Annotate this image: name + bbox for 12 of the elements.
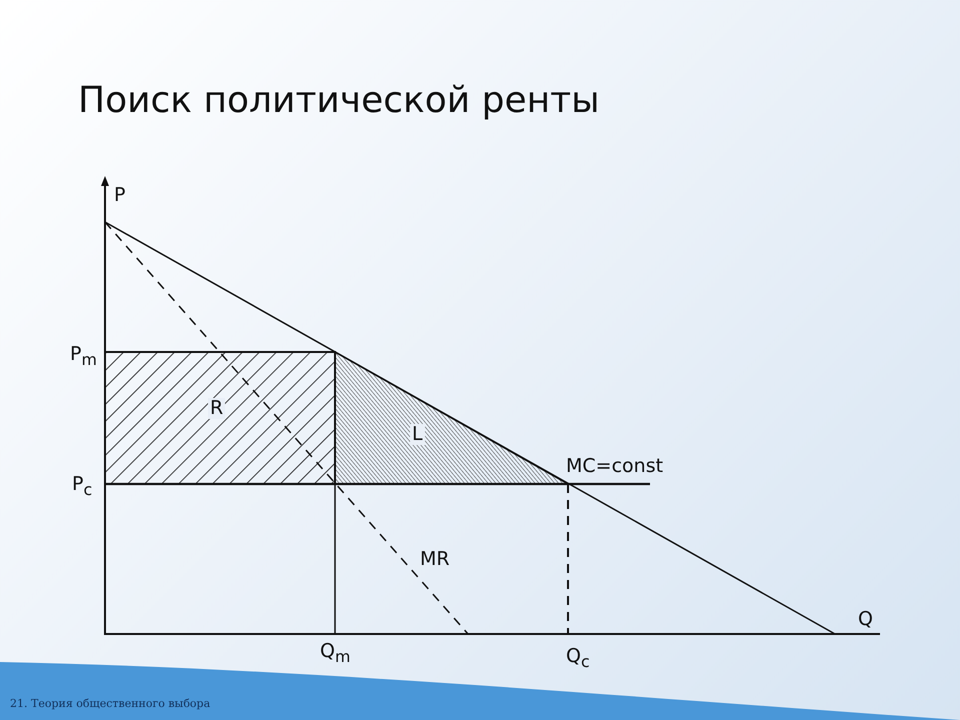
axis-tick-label: P$_{m}$	[70, 345, 97, 368]
area-label: L	[410, 424, 425, 445]
axis-label: Q	[858, 610, 873, 629]
area-label: R	[208, 398, 226, 419]
slide-title: Поиск политической ренты	[78, 80, 600, 121]
curve-label: MR	[420, 550, 450, 569]
footer-text: 21. Теория общественного выбора	[10, 697, 210, 710]
curve-label: MC=const	[566, 457, 664, 476]
axis-tick-label: P$_{c}$	[72, 475, 92, 498]
axis-label: P	[114, 186, 126, 205]
axis-tick-label: Q$_{c}$	[566, 647, 590, 670]
axis-tick-label: Q$_{m}$	[320, 642, 350, 665]
